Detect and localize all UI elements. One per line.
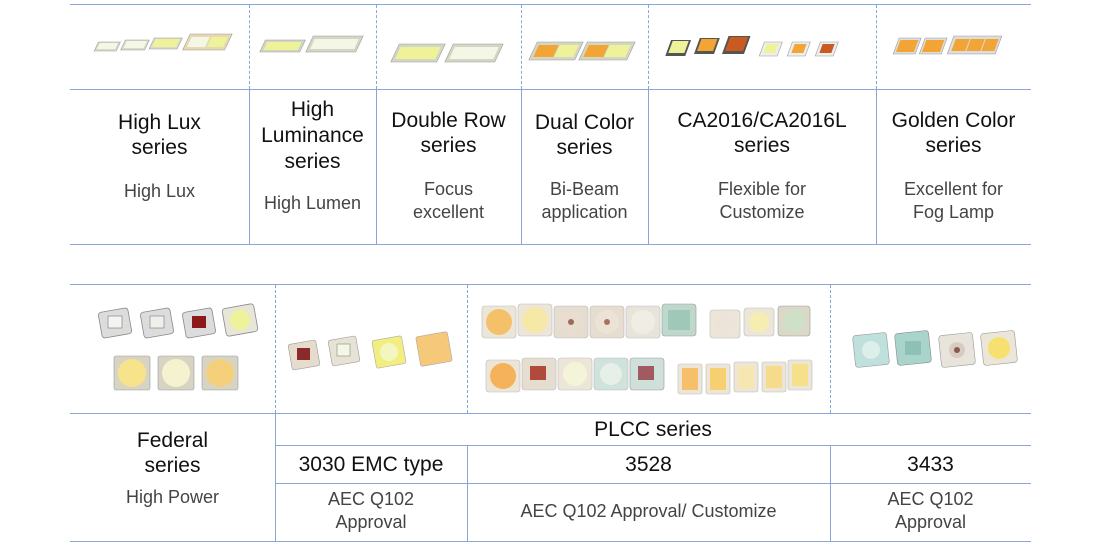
- column-title: CA2016/CA2016L series: [677, 109, 847, 157]
- bottom-divider-1: [275, 413, 276, 541]
- column-title: Dual Color series: [534, 111, 635, 159]
- plcc3433-led-icon: [852, 330, 1018, 368]
- column-description: High Lux: [123, 181, 196, 201]
- bottom-table-image-border: [70, 413, 1031, 414]
- bottom-table-top-border: [70, 284, 1031, 285]
- column-dual-color: Dual Color series Bi-Beam application: [521, 110, 648, 224]
- bottom-divider-1-dash: [275, 285, 276, 413]
- bottom-divider-2-dash: [467, 285, 468, 413]
- column-title: High Luminance series: [261, 98, 364, 173]
- top-table-bottom-border: [70, 244, 1031, 245]
- plcc-desc-3433: AEC Q102 Approval: [887, 489, 974, 532]
- column-high-luminance: High Luminance series High Lumen: [249, 97, 376, 215]
- top-divider-1-dash: [249, 5, 250, 89]
- bottom-divider-3: [830, 445, 831, 541]
- column-ca2016: CA2016/CA2016L series Flexible for Custo…: [648, 108, 876, 224]
- double-row-chips-icon: [390, 43, 504, 63]
- bottom-divider-2: [467, 445, 468, 541]
- emc3030-led-icon: [287, 331, 453, 371]
- column-description: High Lumen: [263, 193, 362, 213]
- top-divider-3-dash: [521, 5, 522, 89]
- plcc-series-header: PLCC series: [594, 418, 712, 441]
- top-divider-4: [648, 89, 649, 244]
- ca2016-chips-icon: [665, 36, 839, 57]
- plcc-desc-3528: AEC Q102 Approval/ Customize: [520, 501, 777, 521]
- bottom-table-bottom-border: [70, 541, 1031, 542]
- column-high-lux: High Lux series High Lux: [70, 110, 249, 203]
- plcc3528-led-icon: [481, 303, 813, 395]
- column-title: Golden Color series: [891, 109, 1016, 157]
- column-description: Focus excellent: [412, 179, 485, 222]
- federal-power-led-icon: [98, 303, 259, 391]
- top-divider-5-dash: [876, 5, 877, 89]
- top-divider-1: [249, 89, 250, 244]
- federal-title: Federal series: [136, 429, 209, 477]
- column-double-row: Double Row series Focus excellent: [376, 108, 521, 224]
- plcc-type-border: [275, 483, 1031, 484]
- smd-led-long-chips-icon: [259, 35, 364, 53]
- column-description: Excellent for Fog Lamp: [903, 179, 1004, 222]
- column-description: Flexible for Customize: [717, 179, 807, 222]
- top-divider-2-dash: [376, 5, 377, 89]
- federal-description: High Power: [125, 487, 220, 507]
- top-table-mid-border: [70, 89, 1031, 90]
- plcc-desc-3030: AEC Q102 Approval: [327, 489, 415, 532]
- top-divider-2: [376, 89, 377, 244]
- column-golden-color: Golden Color series Excellent for Fog La…: [876, 108, 1031, 224]
- plcc-type-3433: 3433: [907, 453, 954, 476]
- column-title: Double Row series: [391, 109, 506, 157]
- plcc-header-border: [275, 445, 1031, 446]
- column-description: Bi-Beam application: [541, 179, 628, 222]
- smd-led-strip-chips-icon: [93, 33, 233, 52]
- top-divider-5: [876, 89, 877, 244]
- plcc-type-3030: 3030 EMC type: [298, 453, 444, 476]
- plcc-type-3528: 3528: [625, 453, 672, 476]
- top-table-top-border: [70, 4, 1031, 5]
- dual-color-chips-icon: [528, 41, 636, 61]
- top-divider-4-dash: [648, 5, 649, 89]
- federal-series-cell: Federal series High Power: [70, 428, 275, 509]
- top-divider-3: [521, 89, 522, 244]
- column-title: High Lux series: [118, 111, 201, 159]
- bottom-divider-3-dash: [830, 285, 831, 413]
- golden-chips-icon: [892, 35, 1003, 55]
